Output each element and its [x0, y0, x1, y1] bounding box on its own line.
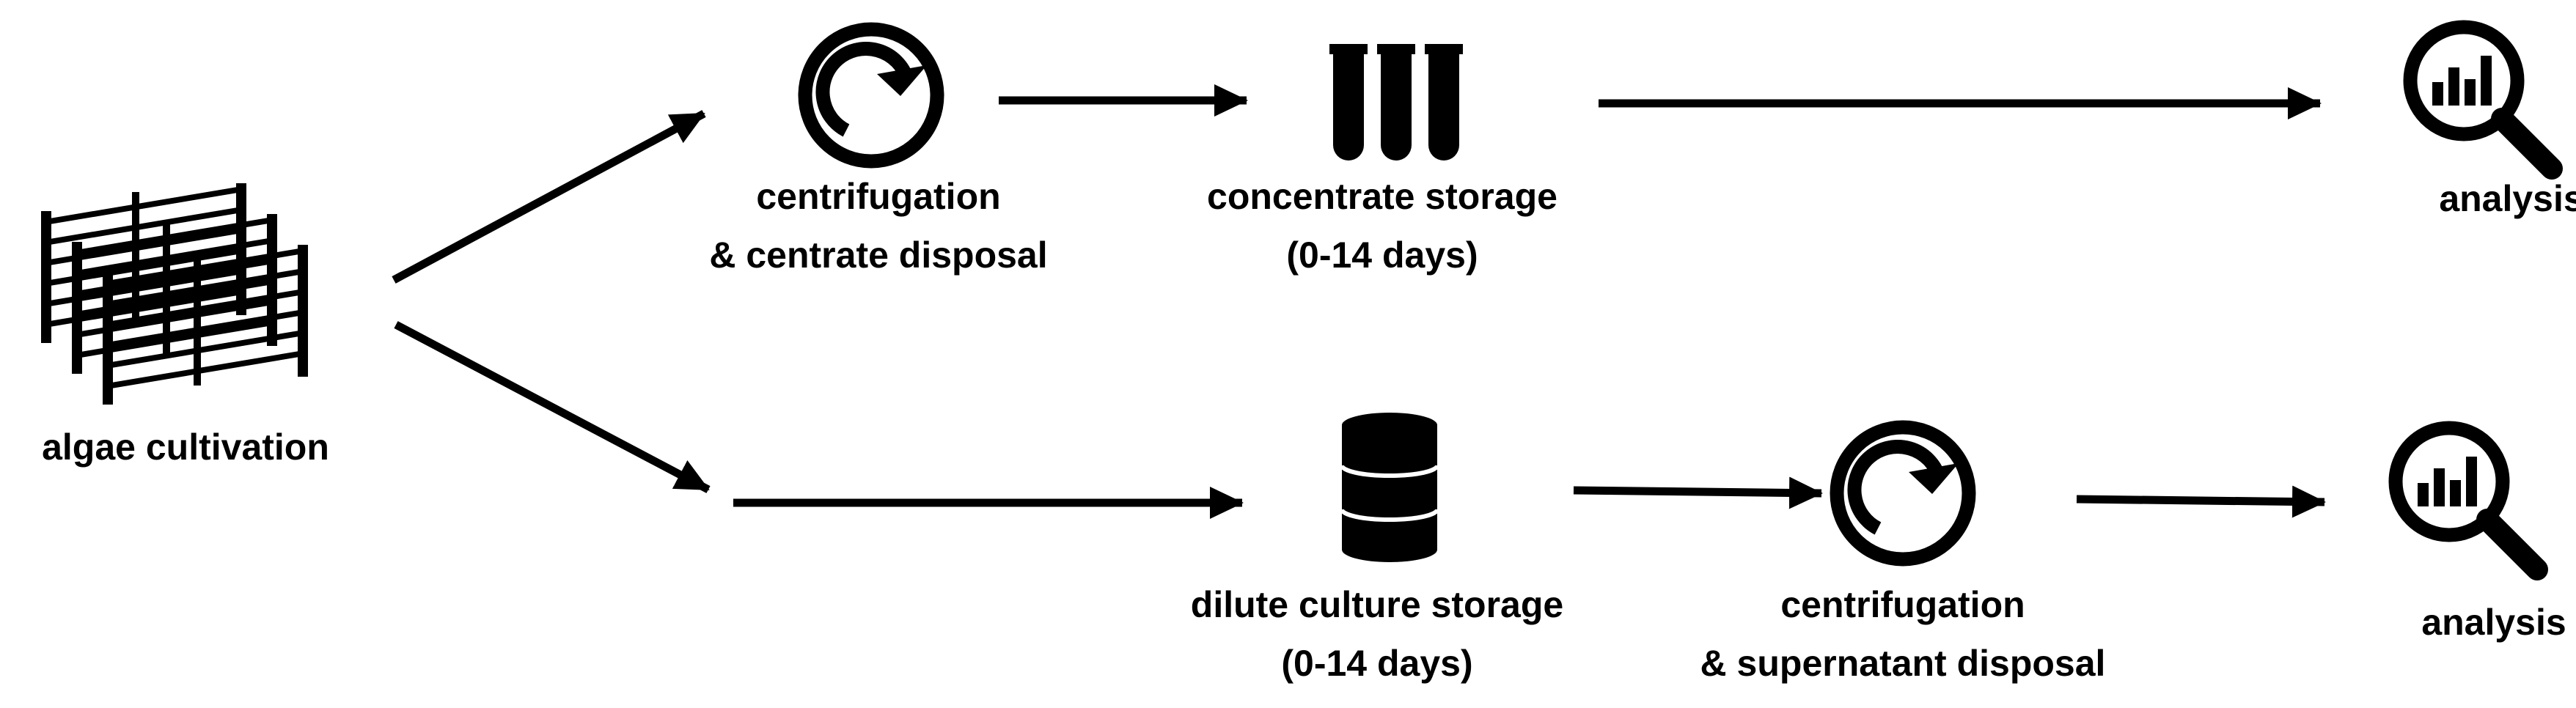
- analysis-top-text: analysis: [2439, 178, 2576, 219]
- concentrate-storage-line1: concentrate storage: [1207, 176, 1557, 217]
- barrel-icon: [1340, 413, 1439, 562]
- analysis-bottom-label: analysis: [2421, 593, 2566, 652]
- centrifugation-top-line2: & centrate disposal: [709, 235, 1048, 276]
- analysis-top-label: analysis: [2439, 169, 2576, 228]
- centrifugation-bottom-line1: centrifugation: [1780, 584, 2025, 625]
- concentrate-storage-line2: (0-14 days): [1286, 235, 1478, 276]
- dilute-storage-label: dilute culture storage (0-14 days): [1191, 575, 1563, 693]
- arrow-centrifugation-to-analysis: [2076, 485, 2326, 518]
- arrow-algae-down: [394, 321, 711, 493]
- arrows: [392, 84, 2326, 519]
- centrifugation-top-label: centrifugation & centrate disposal: [709, 167, 1047, 284]
- analysis-magnifier-icon: [2388, 421, 2548, 580]
- algae-cultivation-text: algae cultivation: [42, 427, 329, 468]
- dilute-storage-line2: (0-14 days): [1281, 643, 1473, 684]
- arrow-dilute-to-centrifugation: [1573, 476, 1823, 509]
- photobioreactor-icon: [41, 183, 308, 405]
- algae-cultivation-label: algae cultivation: [42, 418, 329, 476]
- centrifuge-icon: [1830, 420, 1976, 567]
- centrifugation-top-line1: centrifugation: [756, 176, 1001, 217]
- centrifugation-bottom-label: centrifugation & supernatant disposal: [1700, 575, 2106, 693]
- concentrate-storage-label: concentrate storage (0-14 days): [1207, 167, 1557, 284]
- centrifuge-icon: [798, 22, 944, 169]
- dilute-storage-line1: dilute culture storage: [1190, 584, 1564, 625]
- centrifugation-bottom-line2: & supernatant disposal: [1700, 643, 2106, 684]
- test-tubes-icon: [1329, 44, 1463, 161]
- analysis-magnifier-icon: [2403, 20, 2563, 180]
- arrow-algae-to-centrifugation: [392, 110, 706, 284]
- analysis-bottom-text: analysis: [2421, 602, 2566, 643]
